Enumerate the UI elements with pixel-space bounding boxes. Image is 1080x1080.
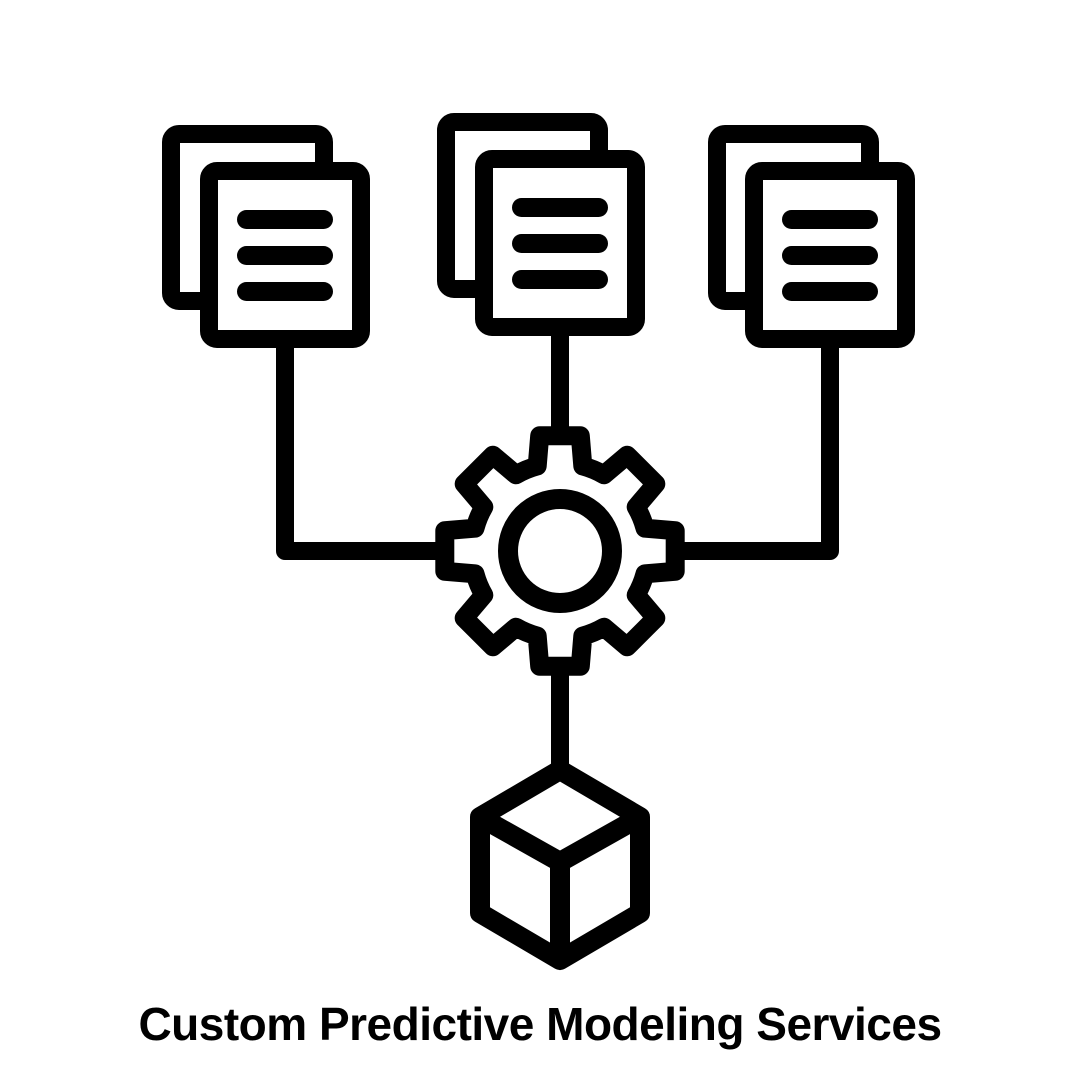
connector-left-elbow	[276, 340, 455, 560]
text-line-bar	[782, 246, 878, 265]
cube-icon	[470, 760, 650, 970]
text-line-bar	[782, 210, 878, 229]
text-line-bar	[512, 234, 608, 253]
text-line-bar	[237, 282, 333, 301]
documents-stack-left-icon	[162, 125, 370, 348]
documents-stack-right-icon	[708, 125, 915, 348]
connector-right-elbow	[665, 340, 839, 560]
documents-stack-center-icon	[437, 113, 645, 336]
cube-inner-edges	[475, 808, 645, 960]
text-line-bar	[512, 198, 608, 217]
gear-hub-ring	[498, 489, 622, 613]
text-line-bar	[512, 270, 608, 289]
connector-lines	[276, 330, 839, 772]
text-line-bar	[782, 282, 878, 301]
gear-icon	[435, 426, 685, 676]
text-line-bar	[237, 210, 333, 229]
caption-title: Custom Predictive Modeling Services	[138, 998, 942, 1050]
text-line-bar	[237, 246, 333, 265]
